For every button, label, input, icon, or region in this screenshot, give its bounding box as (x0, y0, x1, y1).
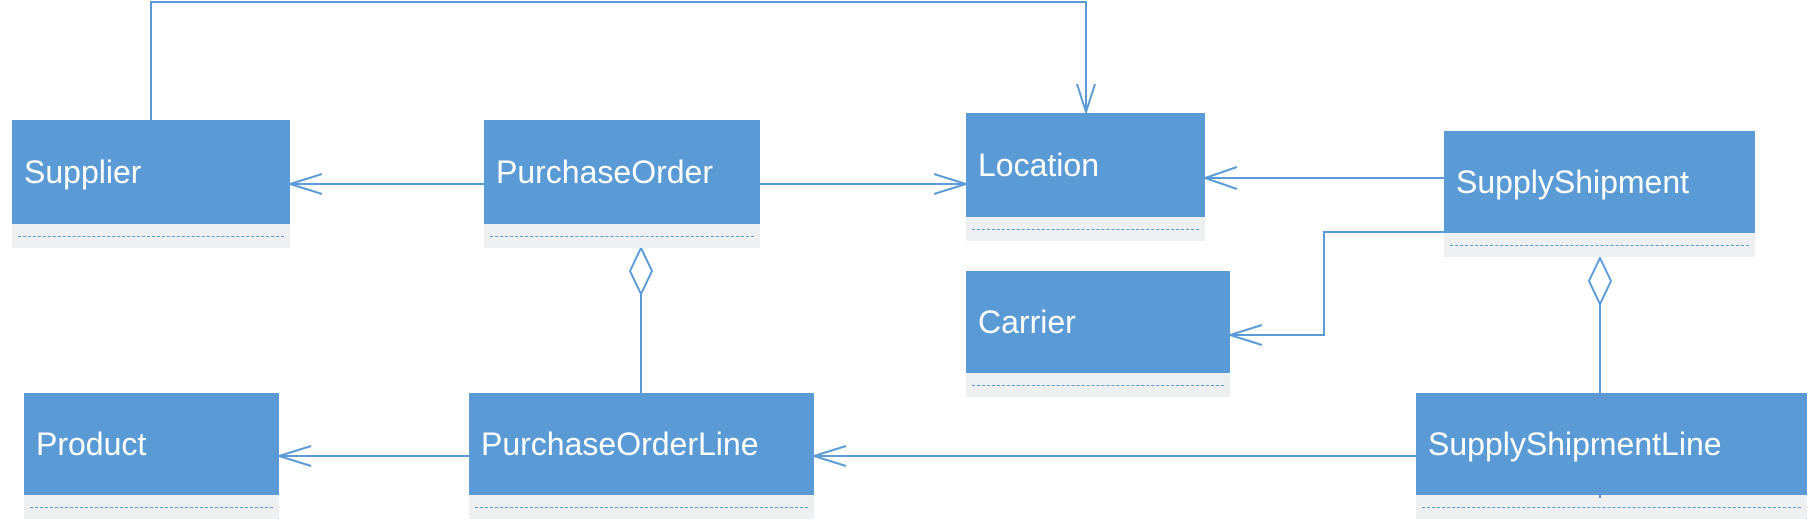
association-purchaseorder-location (760, 173, 970, 195)
class-attributes (966, 373, 1230, 397)
class-location[interactable]: Location (966, 113, 1205, 241)
class-purchaseorder[interactable]: PurchaseOrder (484, 120, 760, 248)
class-supplyshipment[interactable]: SupplyShipment (1444, 131, 1755, 257)
class-name: PurchaseOrderLine (469, 393, 814, 495)
association-supplyshipment-location (1201, 166, 1444, 190)
class-purchaseorderline[interactable]: PurchaseOrderLine (469, 393, 814, 519)
class-name: Location (966, 113, 1205, 217)
class-name: Supplier (12, 120, 290, 224)
class-attributes (24, 495, 279, 519)
class-attributes (469, 495, 814, 519)
class-carrier[interactable]: Carrier (966, 271, 1230, 397)
association-supplyshipment-carrier (1226, 231, 1444, 346)
class-name: Product (24, 393, 279, 495)
class-attributes (1444, 233, 1755, 257)
class-name: Carrier (966, 271, 1230, 373)
association-purchaseorderline-product (275, 445, 469, 467)
class-attributes (12, 224, 290, 248)
class-supplier[interactable]: Supplier (12, 120, 290, 248)
class-attributes (1416, 495, 1807, 519)
class-name: SupplyShipment (1444, 131, 1755, 233)
aggregation-purchaseorder-purchaseorderline (628, 245, 654, 394)
class-attributes (484, 224, 760, 248)
association-purchaseorder-supplier (286, 173, 484, 195)
class-name: PurchaseOrder (484, 120, 760, 224)
class-supplyshipmentline[interactable]: SupplyShipmentLine (1416, 393, 1807, 519)
association-supplier-location (150, 1, 1096, 120)
class-name: SupplyShipmentLine (1416, 393, 1807, 495)
class-product[interactable]: Product (24, 393, 279, 519)
class-attributes (966, 217, 1205, 241)
association-supplyshipmentline-purchaseorderline (810, 445, 1416, 467)
